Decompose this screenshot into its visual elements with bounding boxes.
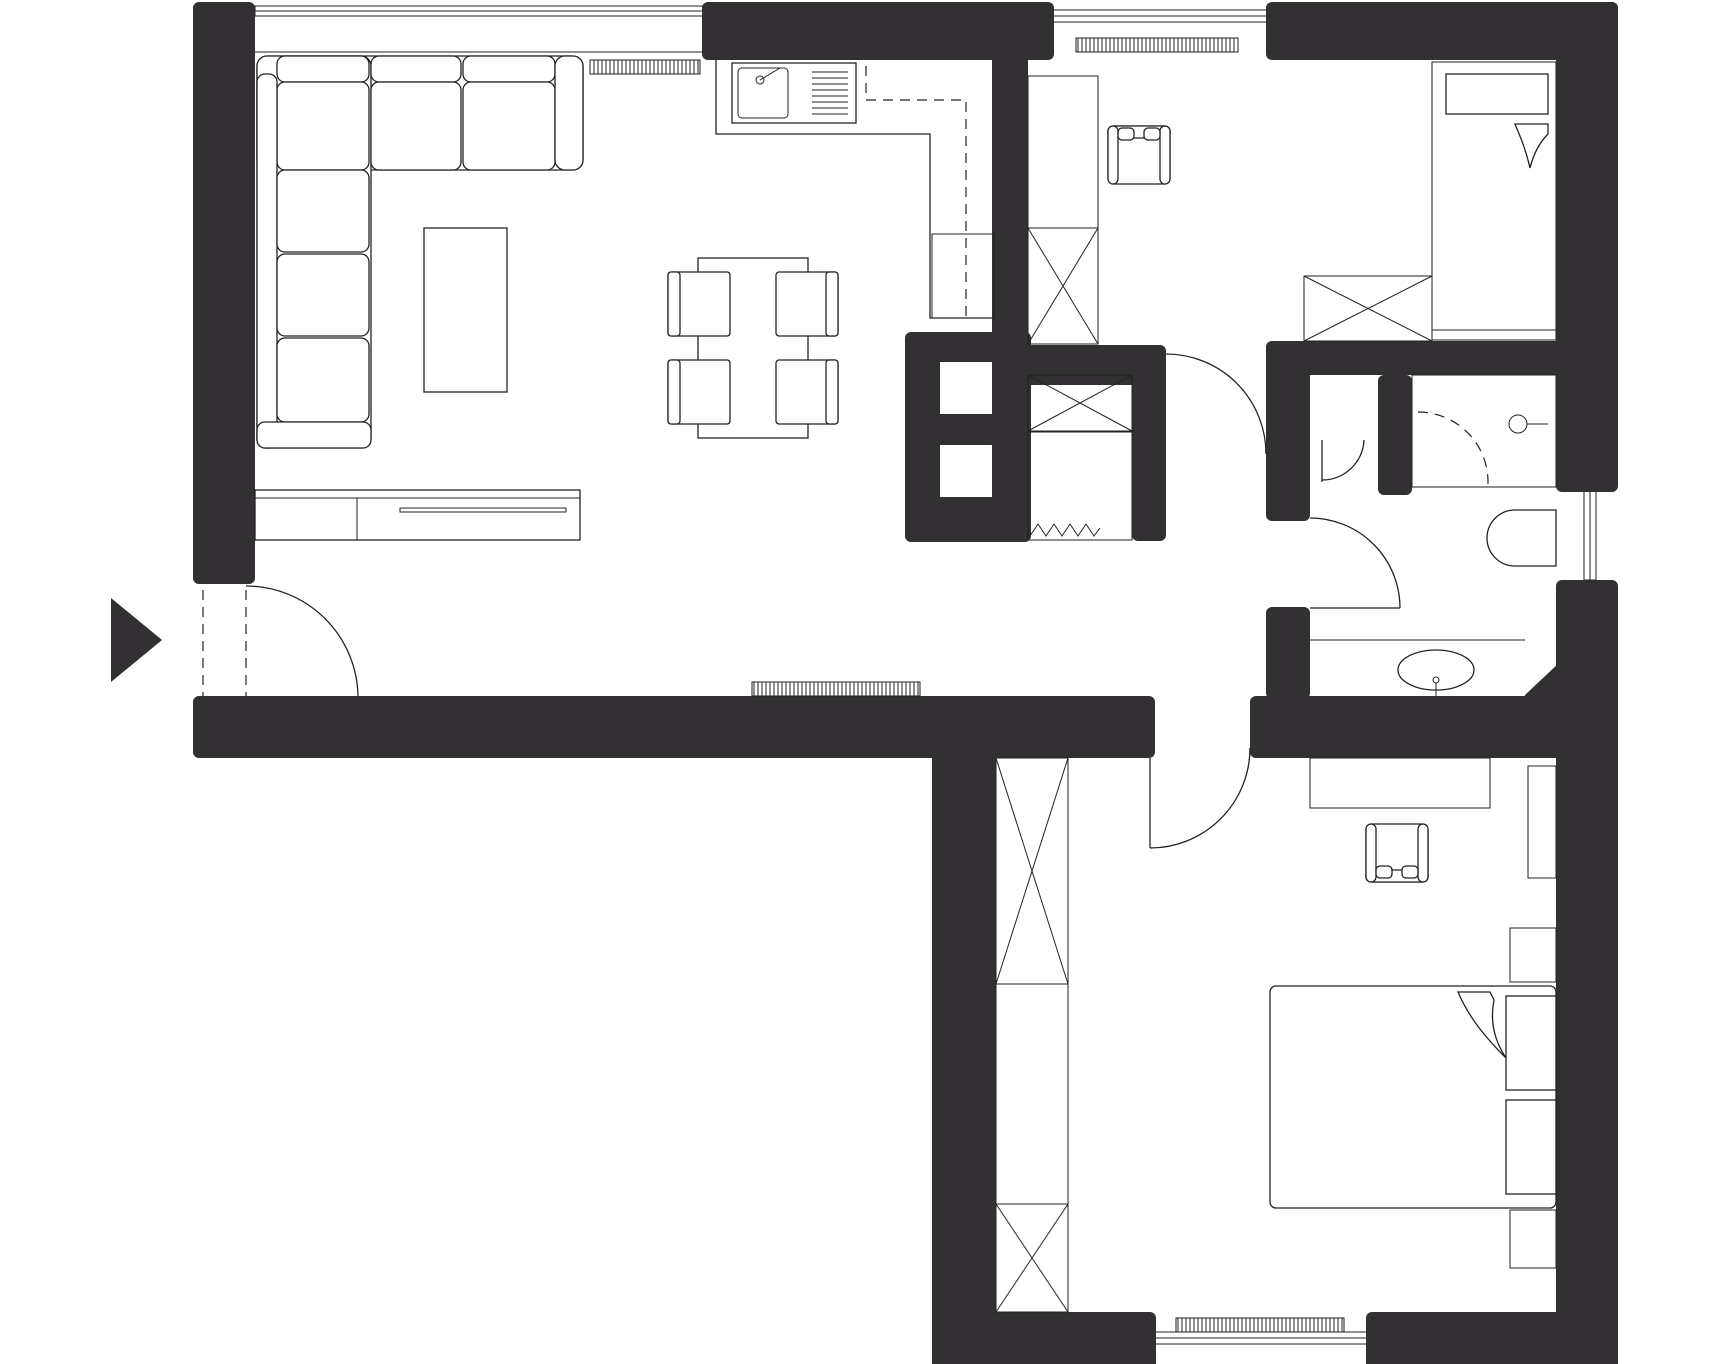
tv-cabinet-icon[interactable] bbox=[254, 489, 581, 541]
shower-icon[interactable] bbox=[1411, 374, 1557, 488]
radiator-icon bbox=[751, 681, 921, 697]
small-door-icon[interactable] bbox=[1321, 439, 1365, 482]
window-top-study bbox=[1049, 9, 1271, 23]
entrance-arrow-icon bbox=[111, 598, 162, 682]
window-top-left bbox=[254, 5, 706, 17]
cabinet-icon[interactable] bbox=[1027, 431, 1133, 541]
armchair-icon[interactable] bbox=[1107, 125, 1171, 185]
desk-icon[interactable] bbox=[1309, 757, 1491, 809]
chair-icon[interactable] bbox=[667, 359, 731, 425]
heater-icon bbox=[1029, 523, 1101, 537]
radiator-icon bbox=[1075, 37, 1239, 53]
chair-icon[interactable] bbox=[667, 271, 731, 337]
living-room bbox=[254, 51, 702, 541]
bed-icon[interactable] bbox=[1269, 985, 1557, 1209]
coffee-table-icon[interactable] bbox=[423, 227, 508, 393]
wardrobe-icon[interactable] bbox=[995, 1203, 1069, 1313]
sofa-icon[interactable] bbox=[256, 55, 584, 449]
armchair-icon[interactable] bbox=[1365, 823, 1429, 883]
wardrobe-room bbox=[1321, 439, 1365, 482]
wardrobe-icon[interactable] bbox=[1027, 227, 1099, 345]
wardrobe-icon[interactable] bbox=[1303, 275, 1433, 342]
fridge-icon[interactable] bbox=[931, 233, 995, 319]
bed-icon[interactable] bbox=[1431, 61, 1557, 341]
walls bbox=[193, 2, 1618, 1364]
nightstand-icon[interactable] bbox=[1509, 927, 1557, 983]
entrance bbox=[111, 585, 359, 697]
toilet-icon[interactable] bbox=[1486, 509, 1557, 567]
top-right-room bbox=[1303, 61, 1557, 342]
sink-icon[interactable] bbox=[731, 62, 857, 124]
radiator-icon bbox=[589, 59, 701, 75]
radiator-icon bbox=[1175, 1317, 1345, 1333]
bathroom bbox=[1309, 374, 1557, 696]
wardrobe-icon[interactable] bbox=[1027, 374, 1133, 432]
nightstand-icon[interactable] bbox=[1509, 1209, 1557, 1269]
window-bottom-bedroom bbox=[1149, 1331, 1371, 1345]
bedroom-door-icon[interactable] bbox=[1149, 747, 1251, 849]
chimney-flues bbox=[940, 362, 992, 497]
bedroom bbox=[995, 757, 1557, 1313]
bathroom-door-icon[interactable] bbox=[1309, 517, 1401, 609]
entrance-door-icon[interactable] bbox=[245, 585, 359, 697]
drainboard-icon bbox=[812, 71, 848, 115]
shelf-icon[interactable] bbox=[1527, 765, 1557, 879]
kitchen bbox=[715, 60, 995, 319]
radiators bbox=[589, 37, 1345, 1333]
study-door-icon[interactable] bbox=[1165, 353, 1267, 455]
study bbox=[1027, 75, 1171, 541]
shelf-icon[interactable] bbox=[1027, 75, 1099, 229]
window-right-bath bbox=[1583, 489, 1597, 581]
chair-icon[interactable] bbox=[775, 359, 839, 425]
chair-icon[interactable] bbox=[775, 271, 839, 337]
wardrobe-icon[interactable] bbox=[995, 757, 1069, 985]
washbasin-icon[interactable] bbox=[1310, 639, 1525, 696]
dining-table-icon[interactable] bbox=[667, 257, 839, 439]
shelf-icon[interactable] bbox=[995, 983, 1069, 1205]
